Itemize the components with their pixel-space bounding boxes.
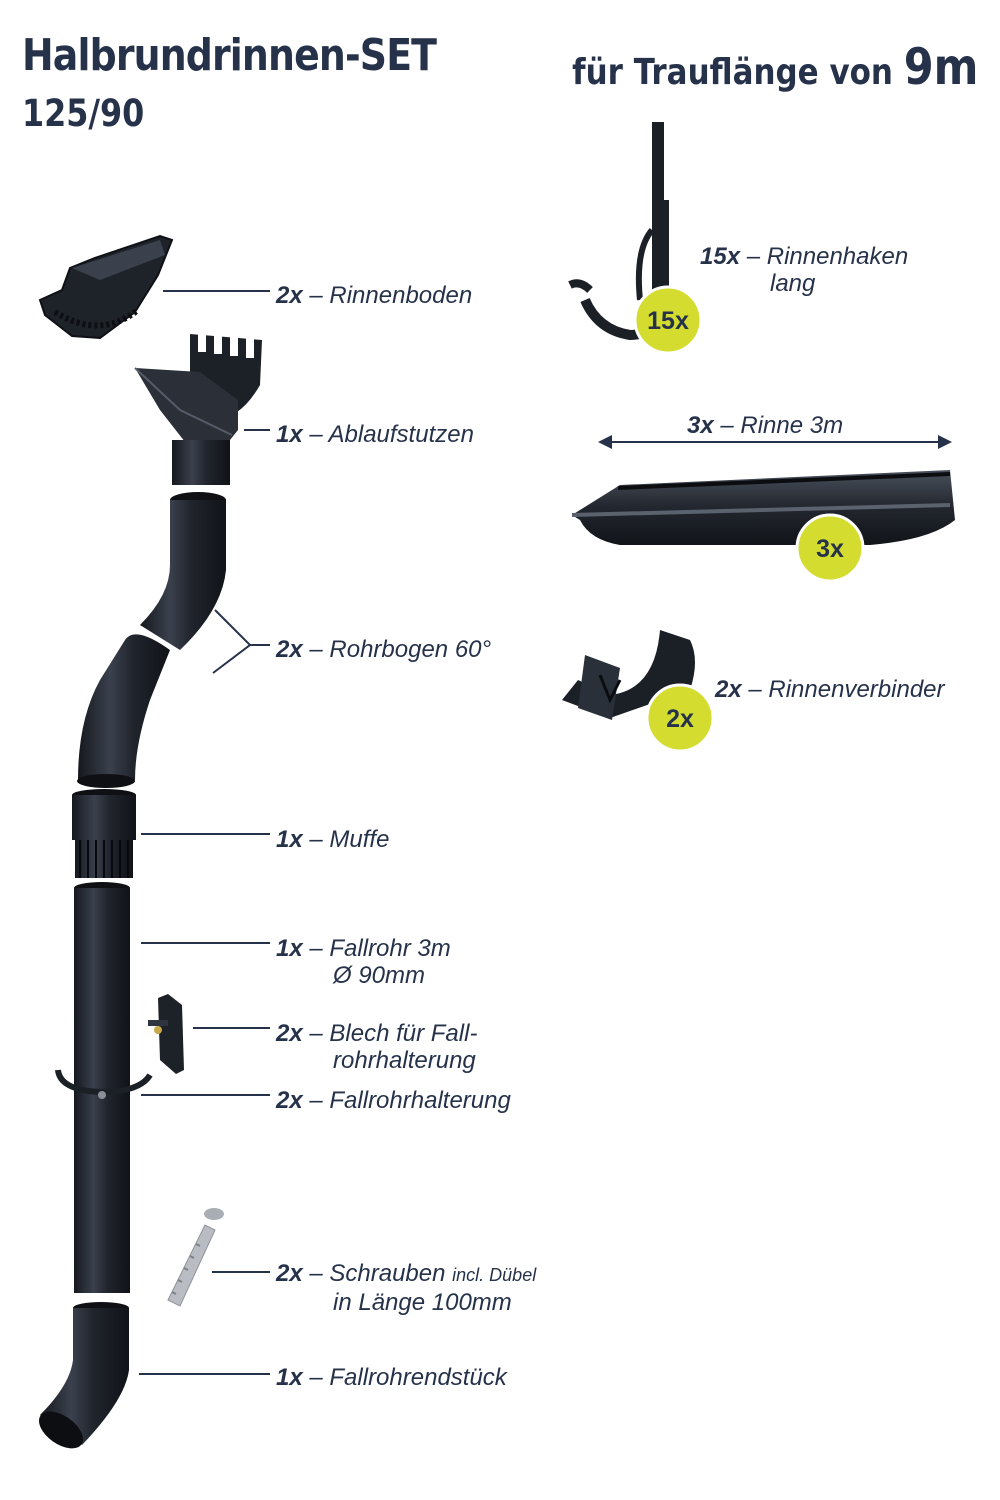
- badge-text-connector: 2x: [666, 705, 694, 733]
- label-ablaufstutzen: 1x – Ablaufstutzen: [276, 421, 474, 448]
- label-blech: 2x – Blech für Fall-rohrhalterung: [276, 1020, 478, 1074]
- page-title: Halbrundrinnen-SET: [22, 30, 437, 81]
- label-rinnenverbinder: 2x – Rinnenverbinder: [715, 676, 945, 703]
- badge-text-hook: 15x: [647, 307, 689, 335]
- gutter-end-cap-icon: [38, 234, 174, 340]
- label-fallrohrendstueck: 1x – Fallrohrendstück: [276, 1364, 507, 1391]
- pipe-clamp-icon: [55, 1069, 153, 1099]
- bracket-plate-icon: [148, 994, 184, 1074]
- label-rinnenboden: 2x – Rinnenboden: [276, 282, 473, 309]
- quantity-badge-connector: [645, 683, 715, 753]
- label-fallrohrhalterung: 2x – Fallrohrhalterung: [276, 1087, 511, 1114]
- leader-lines: [139, 290, 270, 1375]
- pipe-bend-icon: [77, 492, 226, 788]
- gutter-hook-icon: [568, 122, 669, 341]
- quantity-badge-gutter: [795, 513, 865, 583]
- label-muffe: 1x – Muffe: [276, 826, 390, 853]
- badge-text-gutter: 3x: [816, 535, 844, 563]
- outlet-icon: [134, 330, 262, 485]
- page-subtitle: 125/90: [22, 92, 145, 135]
- eaves-prefix: für Trauflänge von: [571, 52, 893, 93]
- eaves-value: 9m: [903, 38, 978, 96]
- pipe-end-piece-icon: [39, 1302, 129, 1449]
- quantity-badge-hook: [633, 285, 703, 355]
- label-rohrbogen: 2x – Rohrbogen 60°: [276, 636, 492, 663]
- screw-dowel-icon: [167, 1208, 224, 1307]
- label-rinne: 3x – Rinne 3m: [687, 412, 844, 439]
- gutter-icon: [571, 435, 955, 545]
- eaves-length: für Trauflänge von 9m: [572, 38, 978, 96]
- sleeve-icon: [72, 789, 136, 878]
